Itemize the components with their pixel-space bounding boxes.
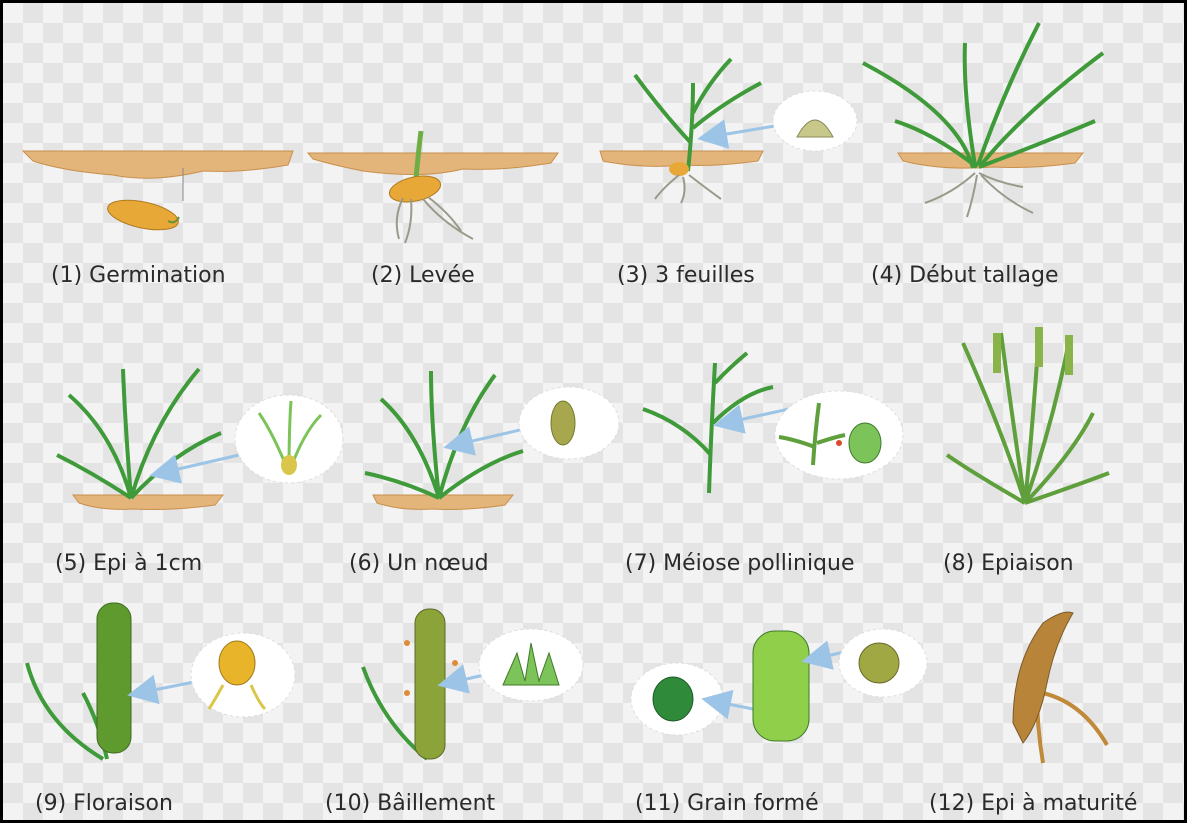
stage-label-12: (12) Epi à maturité xyxy=(929,793,1137,815)
stage-label-3: (3) 3 feuilles xyxy=(617,265,755,287)
tillering-start-icon xyxy=(863,23,1103,217)
stage-label-1: (1) Germination xyxy=(51,265,226,287)
stage-label-5: (5) Epi à 1cm xyxy=(55,553,202,575)
yawning-icon xyxy=(363,609,583,759)
stage-label-10: (10) Bâillement xyxy=(325,793,495,815)
grain-formed-icon xyxy=(631,629,927,741)
stage-label-8: (8) Epiaison xyxy=(943,553,1074,575)
stage-label-11: (11) Grain formé xyxy=(635,793,819,815)
illustrations xyxy=(3,3,1184,820)
ear-maturity-icon xyxy=(1013,612,1107,763)
emergence-icon xyxy=(308,131,558,243)
stage-label-6: (6) Un nœud xyxy=(349,553,489,575)
pollen-meiosis-icon xyxy=(643,353,903,493)
heading-icon xyxy=(947,327,1109,503)
one-node-icon xyxy=(365,371,619,510)
flowering-icon xyxy=(27,603,295,759)
ear-1cm-icon xyxy=(57,369,343,510)
germination-icon xyxy=(23,151,293,235)
stage-label-2: (2) Levée xyxy=(371,265,475,287)
stage-label-7: (7) Méiose pollinique xyxy=(625,553,855,575)
three-leaves-icon xyxy=(600,59,857,203)
stage-label-9: (9) Floraison xyxy=(35,793,173,815)
stage-label-4: (4) Début tallage xyxy=(871,265,1058,287)
